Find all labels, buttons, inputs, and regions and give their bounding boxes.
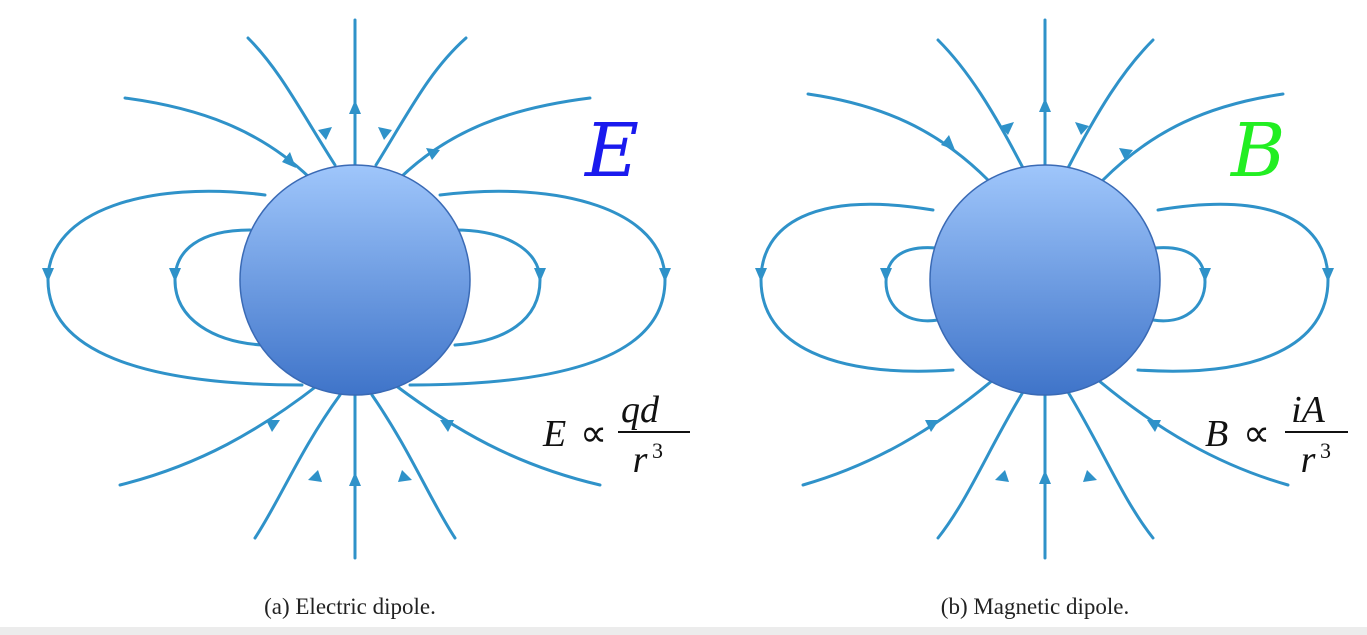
field-line xyxy=(1096,378,1290,487)
electric-dipole-panel: E E ∝ qd r 3 (a) Electric dipole. xyxy=(42,18,690,619)
dipole-sphere xyxy=(239,164,471,396)
field-line xyxy=(936,390,1025,540)
arrow-icon xyxy=(659,268,671,282)
arrow-icon xyxy=(378,127,392,140)
equation-relation: ∝ xyxy=(1243,413,1270,455)
field-arrows xyxy=(755,98,1334,484)
arrow-icon xyxy=(42,268,54,282)
arrow-icon xyxy=(1322,268,1334,282)
field-line xyxy=(801,378,995,487)
field-line xyxy=(123,96,312,180)
arrow-icon xyxy=(398,470,412,482)
equation-denominator: r xyxy=(633,439,648,481)
arrow-icon xyxy=(426,148,440,160)
dipole-sphere xyxy=(929,164,1161,396)
arrow-icon xyxy=(282,152,296,168)
arrow-icon xyxy=(266,420,280,432)
arrow-icon xyxy=(995,470,1009,482)
caption: (b) Magnetic dipole. xyxy=(941,594,1129,619)
equation-exponent: 3 xyxy=(652,438,663,463)
caption: (a) Electric dipole. xyxy=(264,594,436,619)
arrow-icon xyxy=(349,100,361,114)
arrow-icon xyxy=(318,127,332,140)
field-arrows xyxy=(42,100,671,486)
field-line xyxy=(398,96,592,180)
equation-lhs: E xyxy=(542,413,566,455)
bottom-divider xyxy=(0,627,1367,635)
arrow-icon xyxy=(1083,470,1097,482)
arrow-icon xyxy=(169,268,181,282)
field-line xyxy=(806,92,990,182)
field-line xyxy=(936,38,1025,170)
field-line xyxy=(884,246,940,323)
arrow-icon xyxy=(440,420,454,432)
field-line xyxy=(1151,246,1207,323)
arrow-icon xyxy=(755,268,767,282)
field-line xyxy=(370,393,457,540)
arrow-icon xyxy=(1199,268,1211,282)
arrow-icon xyxy=(1039,98,1051,112)
magnetic-dipole-panel: B B ∝ iA r 3 (b) Magnetic dipole. xyxy=(755,18,1348,619)
arrow-icon xyxy=(308,470,322,482)
arrow-icon xyxy=(925,420,939,432)
arrow-icon xyxy=(1075,122,1089,135)
equation-relation: ∝ xyxy=(580,413,607,455)
field-line xyxy=(1101,92,1285,182)
equation: B ∝ iA r 3 xyxy=(1205,389,1348,481)
equation-denominator: r xyxy=(1301,439,1316,481)
field-line xyxy=(1066,38,1155,170)
field-line xyxy=(759,202,955,373)
arrow-icon xyxy=(1119,148,1133,160)
arrow-icon xyxy=(1039,470,1051,484)
field-line xyxy=(1066,390,1155,540)
field-line xyxy=(374,36,468,167)
equation-numerator: iA xyxy=(1291,389,1326,431)
equation: E ∝ qd r 3 xyxy=(542,389,690,481)
field-line xyxy=(253,393,342,540)
arrow-icon xyxy=(1147,420,1161,432)
field-line xyxy=(246,36,337,167)
field-line xyxy=(118,383,320,487)
equation-exponent: 3 xyxy=(1320,438,1331,463)
equation-lhs: B xyxy=(1205,413,1228,455)
field-line xyxy=(1136,202,1330,373)
field-letter: B xyxy=(1229,108,1285,194)
arrow-icon xyxy=(941,135,955,150)
equation-numerator: qd xyxy=(621,389,660,431)
field-letter: E xyxy=(583,108,639,194)
arrow-icon xyxy=(880,268,892,282)
field-line xyxy=(393,383,602,487)
arrow-icon xyxy=(349,472,361,486)
arrow-icon xyxy=(534,268,546,282)
arrow-icon xyxy=(1000,122,1014,135)
